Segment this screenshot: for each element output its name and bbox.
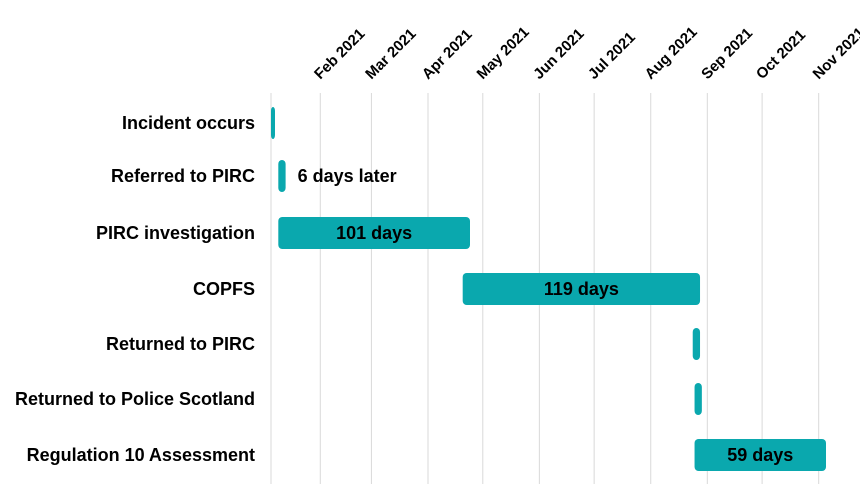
x-tick-label: Jul 2021 — [585, 29, 639, 83]
x-tick-label: Mar 2021 — [362, 25, 419, 82]
bar-data-label: 59 days — [727, 445, 793, 465]
gantt-bar — [692, 328, 701, 360]
y-tick-label: Regulation 10 Assessment — [27, 445, 255, 465]
x-tick-label: Nov 2021 — [810, 24, 860, 83]
y-tick-label: Referred to PIRC — [111, 166, 255, 186]
x-tick-label: May 2021 — [474, 24, 533, 83]
x-tick-label: Sep 2021 — [698, 25, 756, 83]
y-tick-label: Incident occurs — [122, 113, 255, 133]
x-tick-label: Aug 2021 — [642, 24, 701, 83]
x-tick-label: Oct 2021 — [753, 27, 809, 83]
bar-data-label: 101 days — [336, 223, 412, 243]
y-tick-label: COPFS — [193, 279, 255, 299]
bar-data-label: 119 days — [544, 279, 619, 299]
gantt-bar — [462, 273, 701, 305]
x-tick-label: Feb 2021 — [311, 25, 368, 82]
gantt-bar — [694, 439, 826, 471]
x-tick-label: Jun 2021 — [530, 25, 587, 82]
gantt-bar — [278, 160, 286, 192]
gantt-bar — [271, 107, 275, 139]
x-tick-label: Apr 2021 — [419, 26, 476, 83]
y-tick-label: PIRC investigation — [96, 223, 255, 243]
bar-data-label: 6 days later — [298, 166, 397, 186]
gantt-bar — [278, 217, 470, 249]
gantt-bar — [694, 383, 702, 415]
y-tick-label: Returned to PIRC — [106, 334, 255, 354]
y-tick-label: Returned to Police Scotland — [15, 389, 255, 409]
